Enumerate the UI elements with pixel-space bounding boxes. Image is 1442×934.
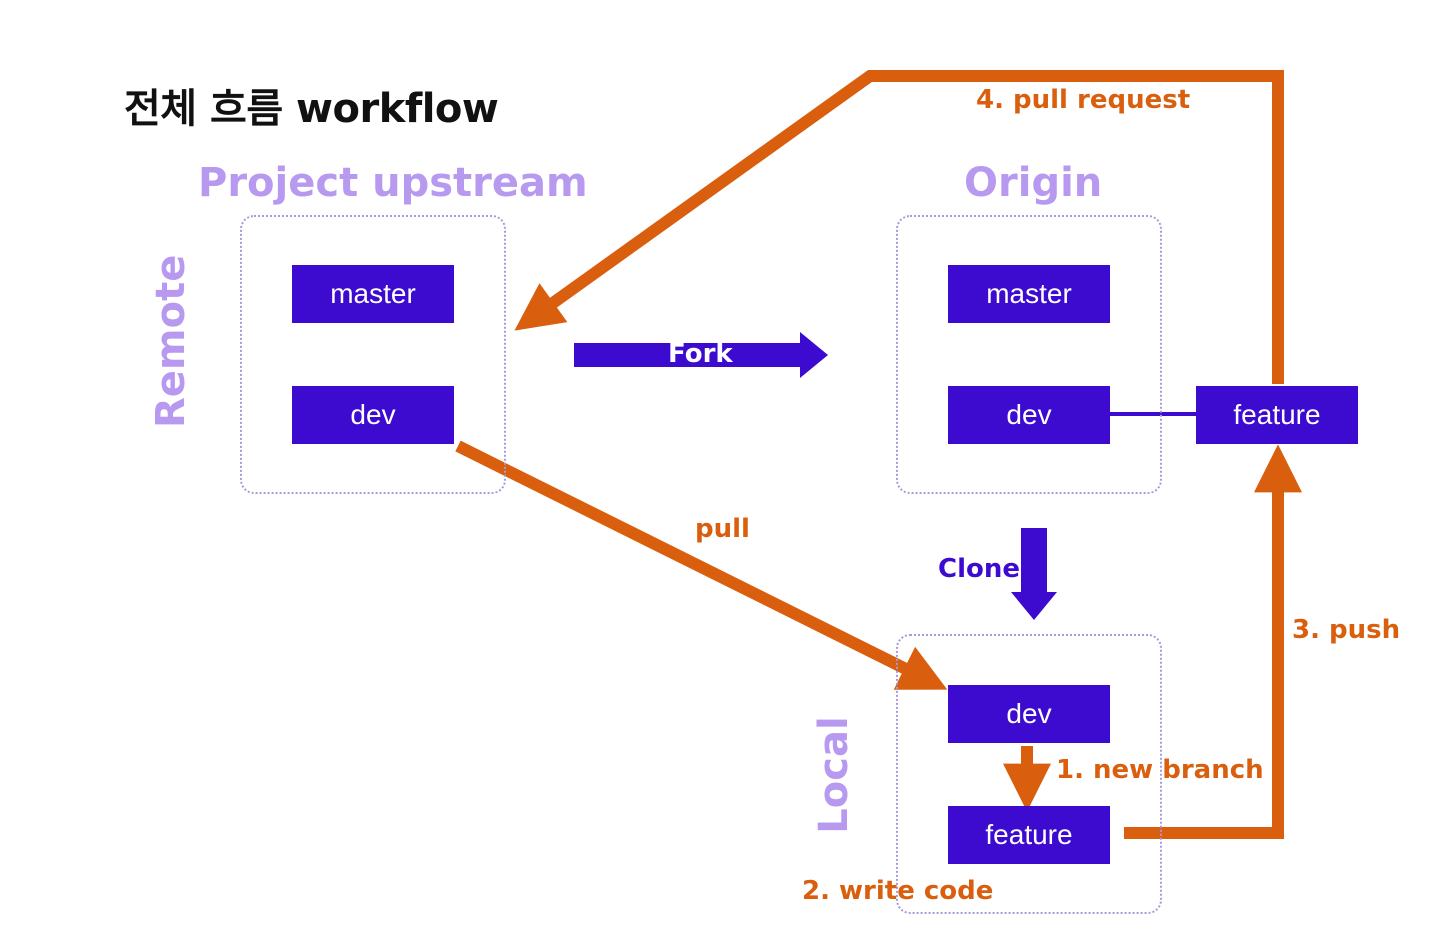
fork-arrow (574, 332, 828, 378)
origin-master-branch[interactable]: master (948, 265, 1110, 323)
local-feature-branch[interactable]: feature (948, 806, 1110, 864)
pull-request-label: 4. pull request (976, 85, 1191, 115)
origin-label: Origin (964, 160, 1103, 206)
write-code-label: 2. write code (802, 876, 994, 906)
push-label: 3. push (1292, 615, 1401, 645)
pull-arrow (455, 440, 948, 690)
clone-label: Clone (938, 554, 1020, 584)
page-title: 전체 흐름 workflow (124, 86, 499, 132)
origin-feature-branch[interactable]: feature (1196, 386, 1358, 444)
pull-label: pull (695, 514, 750, 544)
upstream-master-branch[interactable]: master (292, 265, 454, 323)
origin-dev-branch[interactable]: dev (948, 386, 1110, 444)
local-dev-branch[interactable]: dev (948, 685, 1110, 743)
local-group-box (896, 634, 1162, 914)
pull-request-arrow (514, 70, 1284, 384)
upstream-dev-branch[interactable]: dev (292, 386, 454, 444)
upstream-group-box (240, 215, 506, 494)
clone-arrow (1011, 528, 1057, 620)
upstream-label: Project upstream (198, 160, 588, 206)
fork-label: Fork (668, 339, 733, 369)
new-branch-label: 1. new branch (1056, 755, 1264, 785)
push-arrow (1124, 444, 1302, 839)
local-side-label: Local (811, 716, 857, 834)
remote-side-label: Remote (148, 254, 194, 428)
origin-group-box (896, 215, 1162, 494)
